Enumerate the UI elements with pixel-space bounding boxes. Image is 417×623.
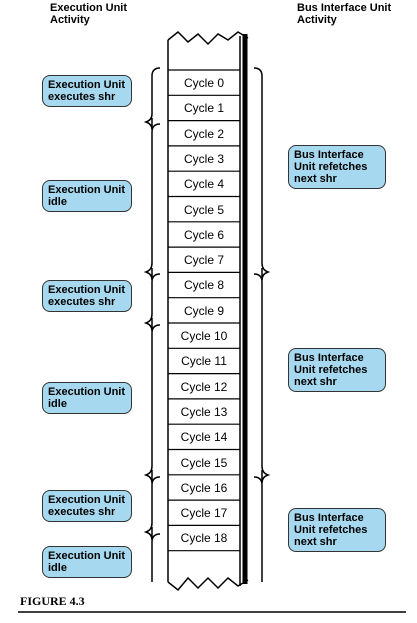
bus-interface-unit-callout: Bus Interface Unit refetches next shr	[288, 348, 386, 392]
right-braces	[253, 67, 271, 582]
cycle-cell: Cycle 5	[183, 202, 224, 217]
cycle-cell: Cycle 15	[180, 455, 228, 470]
left-brace	[143, 324, 161, 484]
cycle-cell: Cycle 17	[180, 506, 228, 521]
execution-unit-callout: Execution Unit idle	[42, 546, 132, 578]
execution-unit-callout: Execution Unit idle	[42, 180, 132, 212]
cycle-cell: Cycle 7	[183, 253, 224, 268]
cycle-cell: Cycle 13	[180, 404, 228, 419]
cycle-cell: Cycle 14	[180, 430, 228, 445]
right-brace	[253, 273, 271, 484]
cycle-cell: Cycle 3	[183, 151, 224, 166]
cycle-cell: Cycle 18	[180, 531, 228, 546]
bus-interface-unit-callout: Bus Interface Unit refetches next shr	[288, 145, 386, 189]
bus-interface-unit-callout: Bus Interface Unit refetches next shr	[288, 508, 386, 552]
right-brace	[253, 476, 263, 582]
cycle-cell: Cycle 12	[180, 379, 228, 394]
left-brace	[143, 273, 161, 332]
left-brace	[151, 533, 161, 582]
figure-label: FIGURE 4.3	[20, 594, 85, 608]
cycle-cell: Cycle 0	[183, 76, 224, 90]
cycle-cell: Cycle 1	[183, 101, 224, 116]
bus-interface-unit-activity-header: Bus Interface Unit Activity	[297, 2, 392, 26]
execution-unit-callout: Execution Unit executes shr	[42, 490, 132, 522]
cell-dividers	[168, 69, 240, 552]
left-brace	[143, 123, 161, 281]
cycle-cell: Cycle 6	[183, 227, 224, 242]
execution-unit-activity-header: Execution Unit Activity	[50, 2, 128, 26]
execution-unit-callout: Execution Unit executes shr	[42, 75, 132, 107]
left-brace	[143, 476, 161, 541]
timeline-column	[167, 30, 249, 592]
left-braces	[143, 67, 161, 582]
left-brace	[143, 67, 161, 131]
cycle-cell: Cycle 9	[183, 303, 224, 318]
cycle-cell: Cycle 4	[183, 177, 224, 192]
cycle-cell: Cycle 16	[180, 480, 228, 495]
top-break-line	[167, 30, 249, 46]
cycle-cell: Cycle 10	[180, 329, 228, 343]
cycle-cell: Cycle 8	[183, 278, 224, 293]
execution-unit-callout: Execution Unit idle	[42, 382, 132, 414]
bottom-break-line	[167, 576, 249, 592]
execution-unit-callout: Execution Unit executes shr	[42, 280, 132, 312]
cycle-cell: Cycle 11	[181, 354, 227, 369]
cycle-cell: Cycle 2	[183, 126, 224, 141]
right-brace	[253, 67, 271, 281]
